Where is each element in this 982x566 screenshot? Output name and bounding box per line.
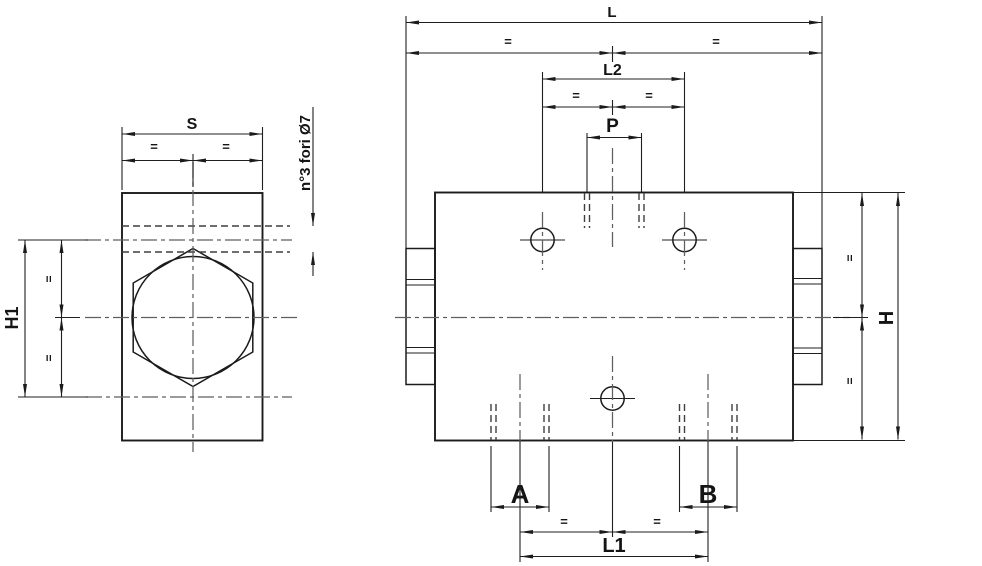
front-view [395, 148, 905, 442]
dim-label-equal-h1-bottom: = [42, 354, 56, 361]
dim-label-h1: H1 [2, 306, 22, 329]
holes-note-label: n°3 fori Ø7 [297, 115, 314, 191]
dim-label-l: L [607, 4, 616, 21]
dim-label-equal-l2-left: = [572, 88, 580, 103]
dim-label-equal-h1-top: = [42, 275, 56, 282]
holes-note: n°3 fori Ø7 [297, 107, 315, 276]
side-view [85, 162, 298, 452]
dim-P: P [586, 116, 643, 192]
dim-label-equal-s-left: = [150, 139, 158, 154]
dim-H: = = H [833, 193, 900, 440]
front-view-body [434, 191, 794, 442]
port-a-hidden [490, 404, 550, 440]
dim-label-equal-l2-right: = [645, 88, 653, 103]
dim-label-l1: L1 [602, 535, 625, 557]
dim-L2: L2 = = [541, 62, 686, 192]
side-view-body [121, 192, 264, 442]
left-boss [405, 247, 436, 386]
right-boss [792, 247, 823, 386]
dim-label-p: P [606, 116, 619, 137]
dim-label-l2: L2 [603, 62, 622, 79]
dim-label-equal-l1-right: = [653, 514, 661, 529]
dim-label-equal-l-left: = [504, 34, 512, 49]
dim-label-equal-s-right: = [222, 139, 230, 154]
port-b-hidden [678, 404, 738, 440]
dim-label-equal-l-right: = [712, 34, 720, 49]
dim-L: L = = [405, 4, 823, 249]
dim-label-equal-l1-left: = [560, 514, 568, 529]
dim-H1: H1 = = [2, 239, 88, 398]
dim-label-equal-h-top: = [843, 254, 857, 261]
dim-label-s: S [187, 116, 198, 133]
dim-label-equal-h-bottom: = [843, 377, 857, 384]
dim-label-h: H [876, 311, 898, 325]
port-p-hidden [583, 193, 645, 228]
dim-L1: = = L1 [519, 441, 709, 562]
dim-A-B: A B [490, 446, 738, 512]
dim-S: S = = [121, 116, 264, 190]
